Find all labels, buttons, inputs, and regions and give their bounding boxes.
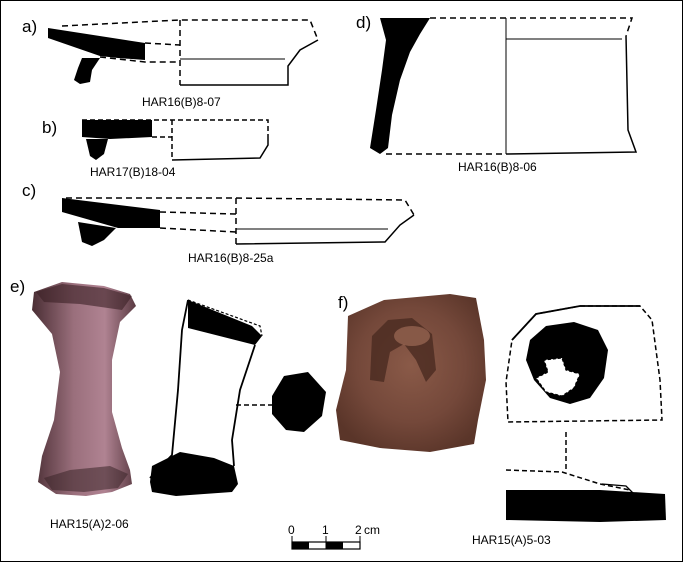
scale-tick-0: 0	[288, 523, 295, 537]
panel-e-drawing	[149, 299, 326, 496]
panel-a-drawing	[48, 19, 319, 86]
panel-b-label: b)	[42, 118, 57, 137]
panel-e-label: e)	[10, 277, 25, 296]
panel-c-drawing	[62, 197, 415, 246]
scale-tick-2: 2	[355, 523, 362, 537]
panel-b-drawing	[82, 119, 269, 161]
panel-a-label: a)	[22, 17, 37, 36]
panel-f-code: HAR15(A)5-03	[472, 533, 551, 547]
panel-d-code: HAR16(B)8-06	[458, 160, 537, 174]
panel-d-label: d)	[356, 13, 371, 32]
scale-unit: cm	[364, 523, 380, 537]
scale-bar	[291, 536, 361, 550]
panel-d-drawing	[370, 17, 638, 155]
panel-c-code: HAR16(B)8-25a	[188, 251, 274, 265]
panel-e-photo	[32, 282, 136, 496]
panel-f-label: f)	[338, 293, 348, 312]
panel-a-code: HAR16(B)8-07	[142, 95, 221, 109]
panel-b-code: HAR17(B)18-04	[90, 165, 176, 179]
scale-tick-1: 1	[322, 523, 329, 537]
panel-f-drawing	[505, 305, 666, 522]
panel-f-photo	[336, 294, 486, 452]
panel-c-label: c)	[22, 181, 36, 200]
panel-e-code: HAR15(A)2-06	[50, 517, 129, 531]
